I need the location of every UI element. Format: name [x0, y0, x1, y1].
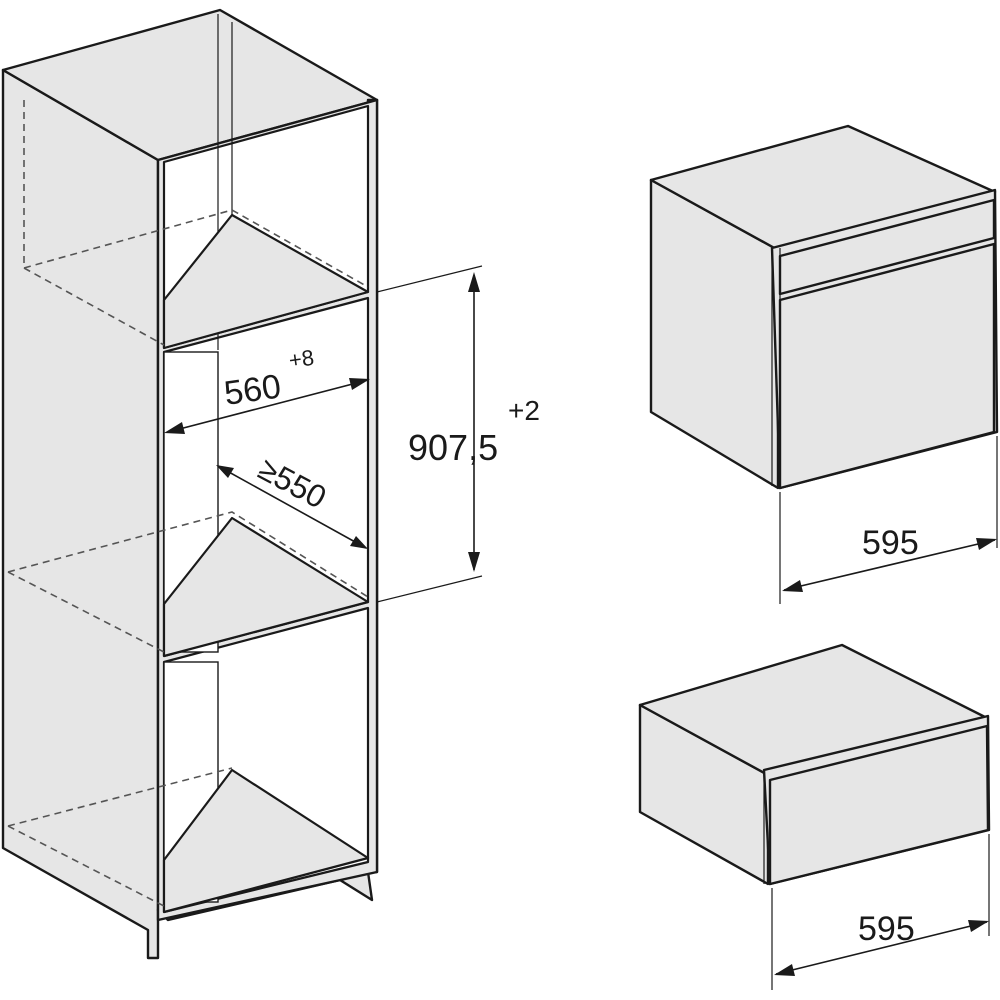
arrow-head	[774, 964, 795, 976]
oven-appliance	[649, 124, 999, 490]
width-dimension-line	[167, 379, 369, 433]
oven-width-value: 595	[862, 524, 919, 562]
hidden-line-middle	[7, 511, 369, 598]
arrow-head	[976, 538, 997, 550]
arrow-head	[216, 465, 234, 478]
arrow-head	[164, 422, 185, 434]
hidden-line-upper	[23, 267, 165, 346]
drawer-width-line	[775, 921, 988, 975]
oven-width-dimension: 595	[779, 436, 998, 604]
arrow-head	[468, 272, 480, 292]
hidden-line-bottom	[7, 767, 233, 827]
arrow-head	[350, 536, 368, 549]
niche-width-value: 560	[222, 367, 283, 413]
niche-height-tolerance: +2	[508, 395, 540, 426]
upper-shelf	[162, 213, 370, 350]
bottom-shelf	[162, 768, 370, 914]
warming-drawer	[638, 643, 991, 886]
arrow-head	[968, 920, 989, 932]
arrow-head	[468, 552, 480, 572]
tall-cabinet	[1, 8, 379, 960]
oven-width-line	[783, 539, 996, 591]
niche-floor-shelf	[162, 516, 370, 658]
niche-width-tolerance: +8	[287, 345, 315, 373]
extension-line	[376, 575, 483, 603]
hidden-line-bottom	[7, 825, 165, 907]
depth-dimension-line	[217, 465, 367, 549]
cabinet-side-panel	[1, 68, 160, 960]
drawer-width-value: 595	[858, 910, 915, 948]
arrow-head	[782, 580, 803, 592]
arrow-head	[349, 378, 370, 390]
hidden-line-middle	[7, 571, 165, 653]
drawer-width-dimension: 595	[771, 834, 990, 990]
drawer-front	[768, 724, 990, 886]
niche-height-value: 907,5	[408, 427, 498, 468]
extension-line	[376, 265, 483, 293]
